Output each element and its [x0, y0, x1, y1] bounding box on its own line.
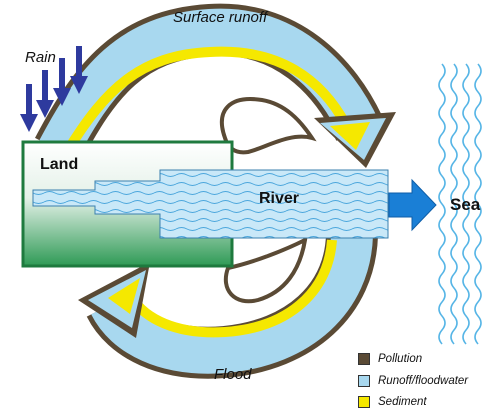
flood-label: Flood: [214, 366, 252, 383]
rain-arrows: [20, 46, 88, 132]
river-label: River: [259, 190, 300, 207]
pollution-swatch: [358, 353, 370, 365]
legend-item-runoff: Runoff/floodwater: [358, 374, 468, 388]
legend-label: Runoff/floodwater: [378, 375, 469, 387]
rain-arrow-icon: [70, 46, 88, 94]
surface-runoff-arrow: [35, 3, 396, 168]
legend-item-sediment: Sediment: [358, 395, 427, 409]
river-to-sea-arrow: [388, 178, 437, 232]
legend-label: Pollution: [378, 353, 423, 365]
runoff-swatch: [358, 375, 370, 387]
rain-arrow-icon: [20, 84, 38, 132]
rain-arrow-icon: [36, 70, 54, 118]
sea-waves: [438, 63, 482, 345]
upper-loop-hole: [219, 97, 317, 155]
legend-item-pollution: Pollution: [358, 352, 422, 366]
rain-label: Rain: [25, 49, 56, 66]
rain-arrow-icon: [53, 58, 71, 106]
land-label: Land: [40, 156, 79, 173]
flood-arrow: [78, 233, 378, 379]
sediment-swatch: [358, 396, 370, 408]
river-channel: [32, 169, 389, 239]
sea-label: Sea: [450, 195, 481, 214]
lower-loop-hole: [223, 236, 308, 304]
surface-runoff-label: Surface runoff: [173, 9, 268, 26]
legend-label: Sediment: [378, 396, 427, 408]
